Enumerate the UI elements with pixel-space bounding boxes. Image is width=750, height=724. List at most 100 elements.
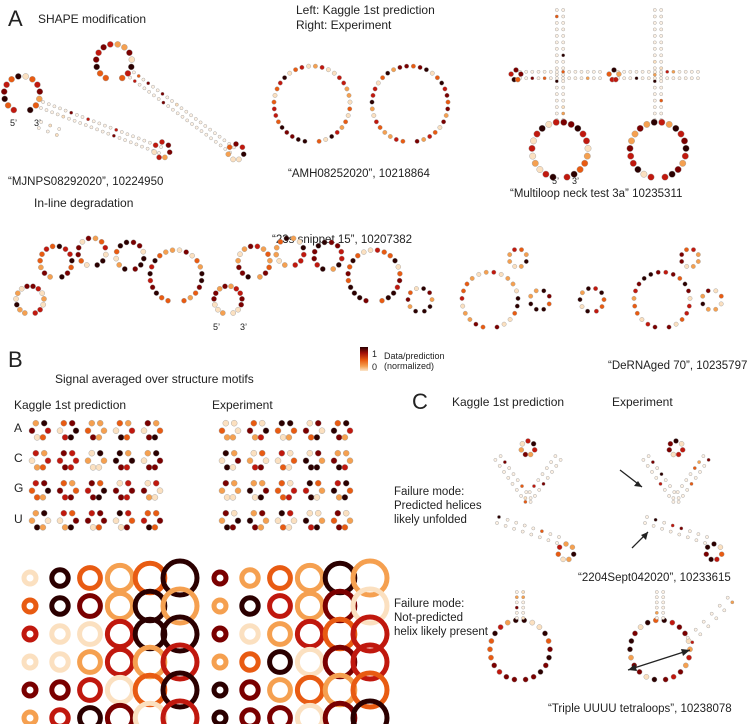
mjnps-helix-left-nt [41,100,45,104]
grid-prediction-hex-nt [144,510,152,517]
grid-prediction-hex-nt [151,434,159,441]
grid-prediction-hex-nt [144,450,152,457]
multiloop-right-stem-nt [653,14,657,19]
c-exp-1-h3-nt [705,535,709,539]
derna-right-side-nt [599,304,605,309]
c-pred-1-tip-nt [518,447,524,453]
grid-experiment-hex-nt [343,420,350,427]
grid-experiment-hex-nt [246,457,254,464]
mjnps-helix-left-nt [123,138,127,142]
c-exp-2-nt [677,669,684,675]
amh-ring-left-nt [299,65,305,70]
mjnps-helix-left-nt [140,144,144,149]
c-exp-1-h1-nt [650,470,654,474]
grid-prediction-ring [49,679,71,701]
grid-experiment-ring [239,595,261,617]
grid-prediction-ring [49,595,71,617]
amh-ring-left-nt [343,119,348,125]
multiloop-right-stem-nt [653,8,657,12]
amh-ring-left-nt [284,129,290,135]
snippet-left-d-nt [122,266,128,272]
grid-prediction-ring [77,705,103,724]
amh-ring-left-nt [347,106,353,112]
multiloop-left-stem-nt [555,21,559,25]
c-exp-1-h2-nt [693,466,697,470]
mjnps-helix-left-nt [157,151,161,155]
grid-prediction-hex [112,420,136,441]
derna-right-right [700,288,724,312]
grid-prediction-hex-nt [56,487,64,494]
grid-experiment-hex [274,510,298,531]
derna-right-core-nt [666,324,672,330]
multiloop-left-stem-nt [561,21,565,25]
c-exp-2-nt [651,676,658,683]
multiloop-right-stem-nt [659,111,663,116]
c-pred-1-h2-nt [537,488,541,492]
snippet-right-e-nt [385,295,391,301]
grid-experiment-hex [330,480,354,501]
derna-right-right-nt [705,288,711,294]
c-exp-1-h1-nt [645,464,650,468]
c-exp-2-nt [628,654,634,661]
multiloop-right-tip-l-nt [606,71,612,77]
mjnps-helix-left-nt [72,119,77,123]
mjnps-loop-left-nt [4,102,12,109]
grid-experiment-hex-nt [334,420,341,427]
c-pred-2-nt [488,654,494,661]
row-letter-g: G [14,481,24,495]
grid-prediction-ring [160,698,200,724]
derna-left-side-nt [427,304,433,309]
c-exp-1-h3-nt [653,518,658,522]
multiloop-right-stem-nt [659,92,663,96]
snippet-right-e-nt [345,271,351,277]
grid-experiment-hex-nt [278,510,285,517]
grid-experiment-hex-nt [262,517,270,524]
grid-prediction-ring [77,565,103,591]
c-pred-1-tip-nt [527,451,534,458]
mjnps-loop-right-nt [102,74,110,82]
mjnps-base-left-nt [37,126,41,130]
amh-ring-right-nt [410,63,416,69]
grid-experiment-ring [294,618,326,650]
c-exp-2-nt [628,638,635,644]
c-pred-1-h2-nt [549,460,553,464]
row-letter-c: C [14,451,23,465]
grid-experiment-ring [294,702,326,724]
c-exp-1-h3-nt [651,524,656,528]
derna-right-core-nt [636,281,642,287]
c-exp-2-nt [682,630,688,637]
multiloop-left-stem-nt [561,111,565,116]
c-pred-1-h2 [523,454,563,504]
snippet-right-b-nt [239,270,246,276]
derna-right-top-nt [690,263,696,269]
mjnps-loop-left-nt [34,81,41,88]
grid-prediction-hex [56,480,80,501]
snippet-right-b-nt [260,246,267,252]
snippet-right-b-nt [265,251,271,257]
c-exp-1-h1-nt [646,454,651,458]
derna-right-core-nt [686,303,692,309]
grid-experiment-hex-nt [287,510,294,517]
mjnps-helix-left-nt [100,129,105,134]
snippet-left-e-nt [148,264,155,270]
snippet-right-a-nt [235,306,241,313]
grid-experiment-hex [274,450,298,471]
snippet-left-c-nt [79,238,86,245]
multiloop-left-arms-nt [536,76,541,80]
grid-prediction-hex-nt [61,494,69,501]
snippet-right-c-nt [283,235,290,242]
snippet-left-a-nt [35,285,42,292]
amh-ring-right-nt [437,125,443,130]
mjnps-helix-right-nt [223,147,228,151]
multiloop-right-loop-nt [628,137,635,145]
mjnps-helix-left-nt [44,108,49,112]
grid-prediction-hex-nt [124,450,132,457]
grid-experiment-hex-nt [302,517,310,524]
snippet-left-b-nt [43,246,50,252]
grid-prediction-hex-nt [89,434,97,441]
multiloop-right-loop-nt [643,121,651,128]
grid-prediction-hex [140,480,164,501]
c-pred-1-h1-nt [498,454,503,458]
c-exp-1-tip2-nt [711,541,717,547]
